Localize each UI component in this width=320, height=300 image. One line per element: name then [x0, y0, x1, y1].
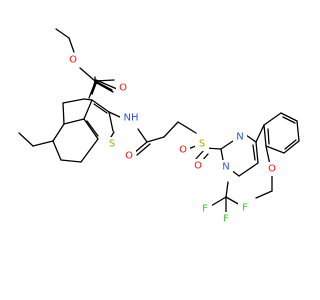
bond [79, 67, 96, 82]
fluorine-bottom-label: F [223, 214, 229, 225]
bond [88, 79, 97, 99]
bond [210, 196, 227, 207]
bond [225, 181, 229, 198]
bond [252, 144, 256, 161]
amide-nitrogen-label: NH [124, 113, 139, 124]
bond [220, 140, 234, 150]
methoxy-oxygen-label: O [268, 164, 276, 175]
bond [91, 80, 98, 95]
molecule-structure: O O S NH O S O O N N O F F F [18, 28, 300, 226]
bond [282, 116, 296, 124]
bond [146, 136, 165, 143]
amide-oxygen-label: O [125, 151, 133, 162]
sulfonyl-oxygen-bottom-label: O [194, 161, 202, 172]
bond [63, 118, 85, 125]
ester-oxygen-label: O [69, 55, 77, 66]
bond [280, 112, 298, 122]
label-mask [66, 53, 80, 67]
bond [194, 149, 205, 161]
pyrimidine-nitrogen-lower-label: N [222, 162, 229, 173]
bond [18, 132, 34, 147]
sulfonyl-oxygen-left-label: O [179, 145, 187, 156]
bond [255, 141, 259, 164]
bond [52, 140, 62, 161]
fluorine-left-label: F [202, 204, 208, 215]
molecule-canvas: O O S NH O S O O N N O F F F [18, 28, 300, 226]
label-mask [219, 212, 233, 226]
label-mask [191, 159, 205, 173]
bond [177, 121, 197, 134]
bond [255, 124, 265, 143]
bond [267, 128, 270, 145]
bond [220, 148, 224, 161]
bond [238, 162, 259, 177]
label-mask [198, 202, 212, 216]
label-mask [122, 149, 136, 163]
bond [108, 111, 114, 132]
bond [265, 145, 271, 166]
bond [96, 82, 114, 93]
bond [68, 37, 75, 53]
bond [86, 120, 99, 137]
bond [60, 159, 82, 163]
bond [163, 121, 179, 138]
bond [93, 103, 108, 114]
bond [137, 128, 148, 143]
label-mask [176, 143, 190, 157]
label-mask [219, 160, 233, 174]
bond [91, 99, 110, 113]
bond [83, 118, 99, 140]
label-mask [105, 137, 119, 151]
label-mask [195, 137, 209, 151]
bond [108, 111, 123, 119]
bond [80, 138, 99, 163]
bond [32, 140, 54, 147]
bond [255, 190, 273, 199]
bond [83, 98, 93, 101]
sulfonyl-sulfur-label: S [199, 139, 205, 150]
bond [136, 143, 151, 156]
bond [265, 145, 285, 154]
fluorine-right-label: F [242, 203, 248, 214]
bond [83, 99, 93, 120]
label-mask [120, 111, 142, 125]
label-mask [238, 201, 252, 215]
bond [55, 28, 70, 39]
thiophene-sulfur-label: S [109, 139, 115, 150]
bond [133, 141, 148, 154]
pyrimidine-nitrogen-upper-label: N [236, 132, 243, 143]
bond [62, 102, 65, 125]
bond [263, 112, 282, 126]
bond [284, 139, 297, 150]
bond [62, 98, 85, 104]
bond [283, 140, 300, 154]
bond [296, 120, 300, 142]
bond-layer [18, 28, 300, 213]
bond [95, 79, 118, 90]
bond [52, 123, 65, 142]
carbonyl-oxygen-label: O [119, 83, 127, 94]
bond [245, 134, 257, 143]
bond [263, 124, 267, 147]
label-mask [233, 130, 247, 144]
atom-label-layer: O O S NH O S O O N N O F F F [66, 53, 279, 226]
label-mask [265, 162, 279, 176]
bond [225, 196, 241, 206]
bond [94, 80, 113, 91]
label-mask [116, 81, 130, 95]
